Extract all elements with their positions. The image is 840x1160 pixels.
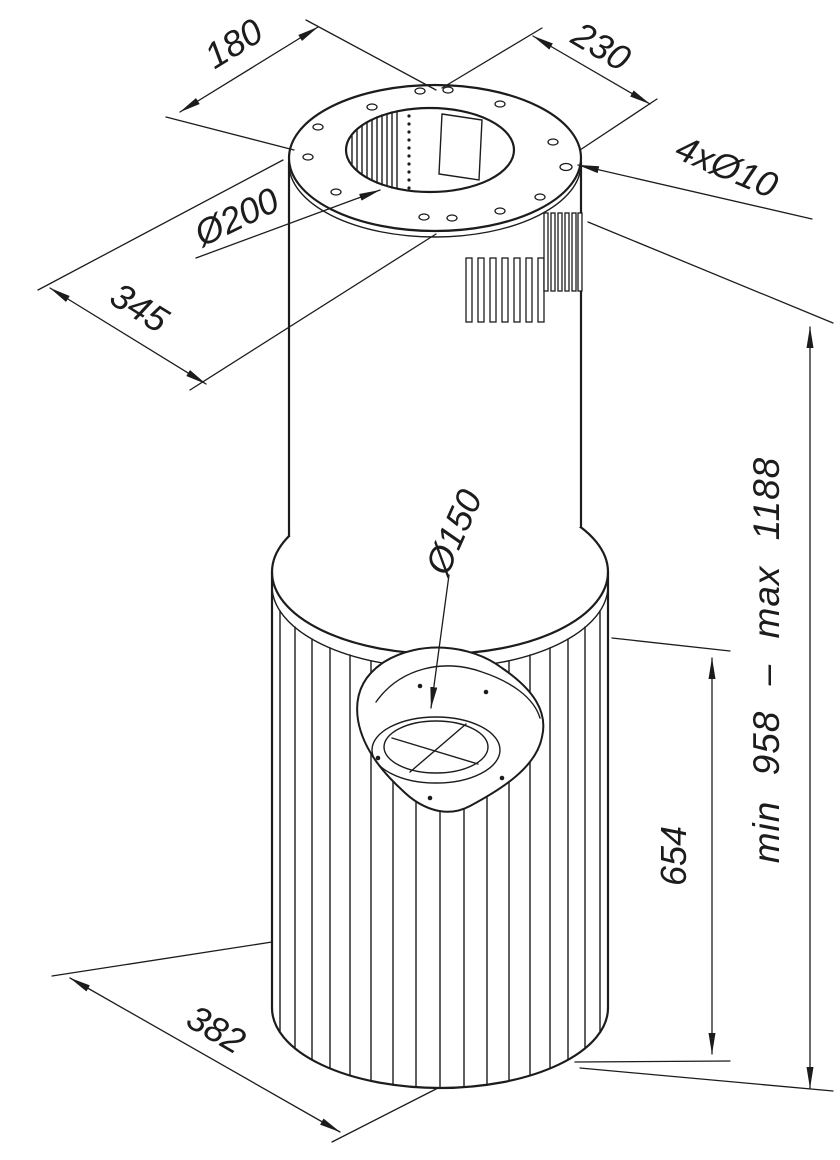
dim-382: 382	[51, 941, 439, 1143]
dim-230-line	[532, 35, 651, 105]
dim-345-ext-1	[37, 159, 284, 291]
dim-654-label: 654	[653, 826, 694, 886]
opening-rect-cutout	[438, 113, 483, 181]
dim-345-line	[49, 287, 207, 385]
top-opening-ellipse	[344, 106, 516, 194]
dim-height-range: min 958 – max 1188	[579, 221, 834, 1092]
duct-opening-assembly	[356, 646, 545, 813]
vent-slots-front	[465, 257, 545, 323]
dim-200-leader	[195, 189, 381, 259]
duct-mounting-plate	[356, 646, 545, 813]
damper-flap-line-2	[409, 723, 467, 773]
duct-outer-ring	[371, 716, 501, 784]
flange-outer-ellipse	[287, 83, 583, 233]
dim-150-leader	[430, 574, 450, 709]
dim-382-ext-1	[51, 941, 273, 977]
dim-345-label: 345	[103, 274, 176, 341]
dim-range-ext-2	[579, 1067, 834, 1092]
dim-382-label: 382	[180, 996, 253, 1062]
target-hole-4x10	[559, 162, 573, 172]
duct-inner-ring	[383, 720, 489, 774]
vent-slots-side	[543, 212, 583, 292]
dim-180-label: 180	[197, 10, 270, 76]
dim-230-ext-2	[579, 98, 658, 151]
dim-4x10-leader	[577, 164, 813, 220]
opening-dot-column	[407, 114, 411, 190]
dim-range-label: min 958 – max 1188	[746, 457, 787, 864]
dim-345-ext-2	[189, 233, 437, 391]
dim-654-ext-1	[611, 637, 731, 652]
dim-654: 654	[574, 637, 731, 1063]
flange-bolt-holes	[302, 86, 573, 222]
dim-180-ext-2	[305, 19, 437, 91]
dim-4x10: 4xØ10	[577, 127, 813, 220]
dim-180-ext-1	[165, 116, 295, 151]
dim-range-ext-1	[587, 221, 834, 324]
dim-230-ext-1	[441, 27, 543, 89]
opening-inner-arc	[375, 665, 541, 719]
upper-cylinder-face	[289, 160, 581, 536]
dim-382-line	[69, 977, 341, 1133]
dim-4x10-label: 4xØ10	[670, 127, 784, 206]
dim-230-label: 230	[564, 13, 637, 79]
dim-382-ext-2	[331, 1087, 439, 1143]
dim-180-line	[179, 26, 319, 113]
dim-654-ext-2	[574, 1060, 731, 1063]
flange-rim-arc	[288, 163, 582, 238]
plate-screws	[375, 683, 505, 801]
opening-hatch-lines	[351, 110, 398, 190]
